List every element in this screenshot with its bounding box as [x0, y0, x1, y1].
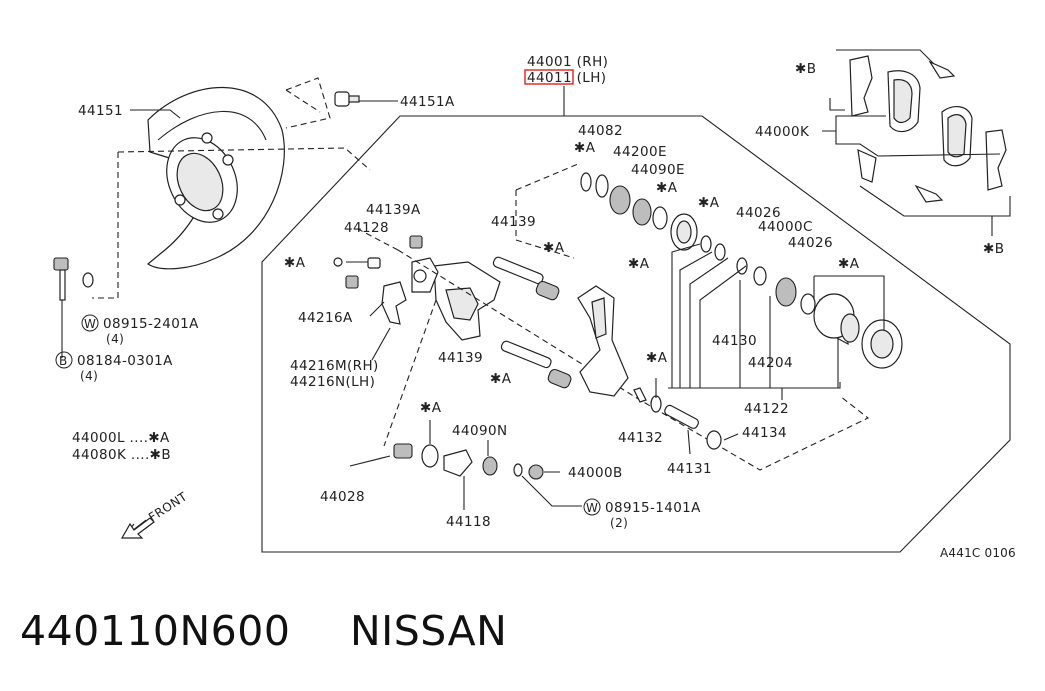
label-44128: 44128	[344, 220, 389, 236]
label-08184-0301a-qty: (4)	[80, 369, 98, 383]
torque-member-icon	[577, 285, 629, 397]
adjuster-leader	[655, 378, 739, 455]
figure-code: A441C 0106	[940, 546, 1016, 560]
label-44026-a: 44026	[736, 205, 781, 221]
label-44082: 44082	[578, 123, 623, 139]
front-arrow-icon	[120, 517, 155, 539]
label-44200e: 44200E	[613, 144, 667, 160]
bracket-leader	[369, 301, 391, 361]
label-44122: 44122	[744, 401, 789, 417]
assembly-highlight-box	[524, 69, 574, 85]
star-a-2: ✱A	[656, 180, 678, 196]
brake-pad-icon	[829, 49, 1007, 203]
label-44028: 44028	[320, 489, 365, 505]
label-44151: 44151	[78, 103, 123, 119]
pin-sleeve-icon	[492, 256, 572, 389]
label-44000k: 44000K	[755, 124, 810, 140]
assembly-rh-label: 44001 (RH)	[527, 54, 608, 70]
w-circle-upper	[81, 314, 99, 332]
star-a-5: ✱A	[628, 256, 650, 272]
legend-b: 44080K ....✱B	[72, 447, 171, 463]
label-08184-0301a: 08184-0301A	[77, 353, 173, 369]
label-44134: 44134	[742, 425, 787, 441]
label-44139-upper: 44139	[491, 214, 536, 230]
piston-group-icon	[700, 235, 903, 369]
b-mark: B	[59, 354, 67, 368]
label-44131: 44131	[667, 461, 712, 477]
bracket-dash	[355, 227, 870, 471]
seal-kit-icon	[515, 163, 698, 259]
label-44139-lower: 44139	[438, 350, 483, 366]
star-a-10: ✱A	[420, 400, 442, 416]
label-44090n: 44090N	[452, 423, 507, 439]
pad-bracket-b	[859, 185, 1011, 236]
lever-leader	[349, 420, 582, 510]
star-b-2: ✱B	[983, 241, 1004, 257]
bleeder-icon	[333, 235, 423, 289]
footer-brand: NISSAN	[350, 607, 507, 655]
star-a-8: ✱A	[490, 371, 512, 387]
star-a-1: ✱A	[574, 140, 596, 156]
caliper-body-icon	[411, 257, 501, 341]
label-44204: 44204	[748, 355, 793, 371]
bolt-dash	[92, 147, 371, 299]
front-label: FRONT	[146, 489, 190, 524]
label-44026-b: 44026	[788, 235, 833, 251]
label-44216a: 44216A	[298, 310, 353, 326]
label-44151a: 44151A	[400, 94, 455, 110]
star-a-9: ✱A	[646, 350, 668, 366]
label-44000b: 44000B	[568, 465, 623, 481]
star-a-7: ✱A	[284, 255, 306, 271]
label-08915-2401a-qty: (4)	[106, 332, 124, 346]
star-b-1: ✱B	[795, 61, 816, 77]
label-44130: 44130	[712, 333, 757, 349]
backing-bolt-icon	[334, 91, 360, 107]
hub-bolt-icon	[53, 257, 94, 301]
star-a-3: ✱A	[698, 195, 720, 211]
star-a-4: ✱A	[838, 256, 860, 272]
bracket-icon	[381, 281, 407, 325]
backing-plate-leader	[130, 109, 181, 119]
legend-a: 44000L ....✱A	[72, 430, 170, 446]
label-44090e: 44090E	[631, 162, 685, 178]
lever-icon	[393, 443, 544, 480]
star-a-6: ✱A	[543, 240, 565, 256]
footer-part-number: 440110N600	[20, 607, 290, 655]
label-08915-2401a: 08915-2401A	[103, 316, 199, 332]
w-circle-lower	[583, 498, 601, 516]
lever-dash	[383, 299, 437, 447]
adjuster-icon	[633, 387, 722, 450]
piston-group-bracket	[668, 243, 885, 400]
label-44139a: 44139A	[366, 202, 421, 218]
label-44118: 44118	[446, 514, 491, 530]
pad-kit-leader	[822, 115, 1001, 157]
label-08915-1401a: 08915-1401A	[605, 500, 701, 516]
backing-plate-icon	[146, 86, 285, 270]
label-44216n: 44216N(LH)	[290, 374, 375, 390]
label-44132: 44132	[618, 430, 663, 446]
label-08915-1401a-qty: (2)	[610, 516, 628, 530]
backing-plate-dash	[285, 77, 331, 129]
label-44000c: 44000C	[758, 219, 813, 235]
b-circle	[55, 351, 73, 369]
w-mark-lower: W	[586, 501, 598, 515]
w-mark-upper: W	[84, 317, 96, 331]
label-44216m: 44216M(RH)	[290, 358, 379, 374]
caliper-group-outline	[261, 115, 1011, 553]
assembly-lh-label: 44011 (LH)	[527, 70, 606, 86]
